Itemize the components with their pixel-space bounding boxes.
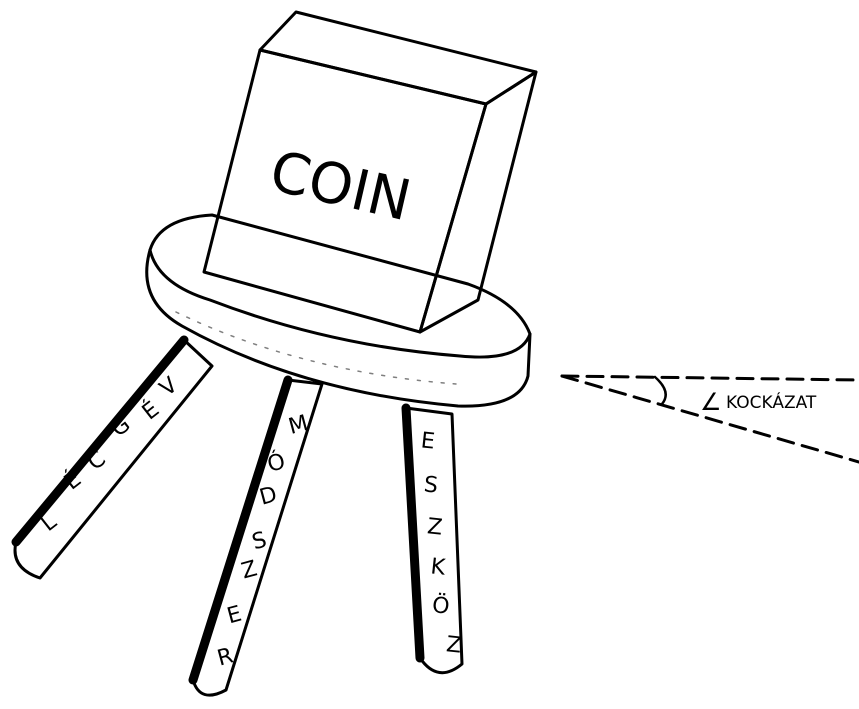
leg-letter: R [215, 643, 236, 671]
leg-eszkoz [401, 403, 464, 675]
leg-letter: L [36, 509, 62, 537]
leg-letter: Z [426, 514, 444, 540]
angle-symbol: ∠ [700, 388, 722, 416]
leg-letter: Z [239, 556, 260, 584]
leg-letter: S [249, 528, 269, 556]
leg-vegcel [11, 335, 214, 580]
leg-letter: Ó [265, 448, 288, 478]
leg-letter: G [107, 412, 136, 442]
kockazat-label: KOCKÁZAT [726, 391, 817, 413]
leg-letter: V [155, 373, 182, 402]
leg-letter: S [423, 472, 440, 498]
leg-letter: D [257, 482, 280, 511]
stool-seat [145, 213, 532, 408]
leg-letter: M [286, 411, 311, 440]
leg-letter: E [420, 428, 436, 454]
coin-cube [202, 10, 538, 334]
leg-letters-eszkoz: E S Z K Ö Z [420, 428, 463, 658]
leg-letter: Ö [431, 592, 451, 620]
risk-angle: ∠ KOCKÁZAT [560, 374, 859, 464]
leg-letter: É [137, 396, 164, 425]
leg-modszer [188, 375, 324, 697]
coin-label: COIN [264, 139, 417, 234]
leg-letter: Z [445, 632, 463, 658]
leg-letters-vegcel: V É G C É L [36, 373, 182, 537]
leg-letter: E [224, 602, 244, 630]
leg-letter: K [429, 554, 447, 580]
